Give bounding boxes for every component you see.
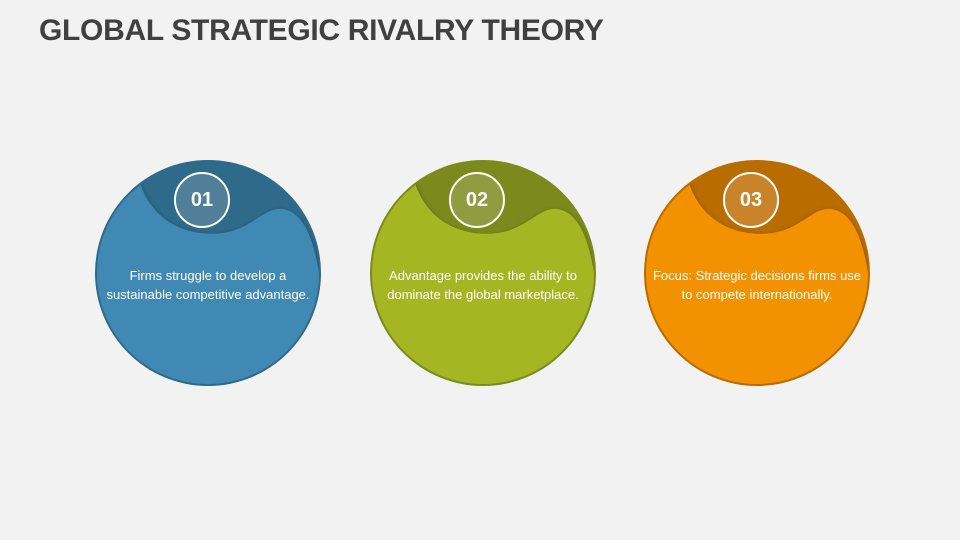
step-card-1: 01 Firms struggle to develop a sustainab… <box>93 158 323 388</box>
step-description: Focus: Strategic decisions firms use to … <box>652 268 862 302</box>
step-card-2: 02 Advantage provides the ability to dom… <box>368 158 598 388</box>
step-description: Firms struggle to develop a sustainable … <box>106 268 310 302</box>
step-circle-shape <box>644 160 870 386</box>
step-circle-shape <box>370 160 596 386</box>
step-card-3: 03 Focus: Strategic decisions firms use … <box>642 158 872 388</box>
step-number-badge: 01 <box>174 172 230 228</box>
step-description: Advantage provides the ability to domina… <box>387 268 579 302</box>
step-circle-shape <box>95 160 321 386</box>
page-title: GLOBAL STRATEGIC RIVALRY THEORY <box>39 14 604 47</box>
step-number-badge: 02 <box>449 172 505 228</box>
step-number-badge: 03 <box>723 172 779 228</box>
